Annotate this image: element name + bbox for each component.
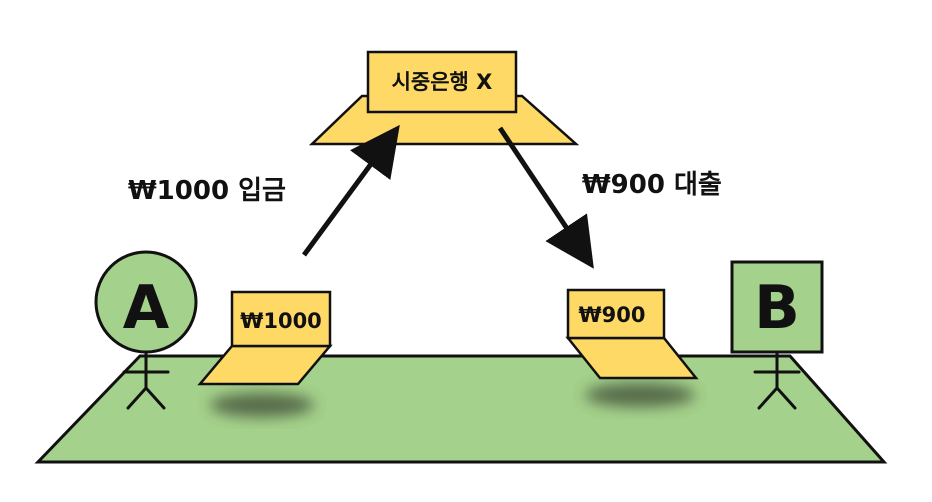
laptop-a: ₩1000 — [197, 290, 333, 386]
loan-label: ₩900 대출 — [582, 170, 722, 200]
person-a-letter: A — [123, 273, 170, 343]
laptop-a-screen — [230, 290, 332, 348]
laptop-b-shadow — [585, 383, 695, 407]
laptop-a-shadow — [210, 393, 314, 417]
laptop-b-amount: ₩900 — [579, 303, 646, 327]
bank-node: 시중은행 X — [308, 50, 580, 146]
deposit-arrow — [301, 124, 400, 257]
bank-label: 시중은행 X — [392, 70, 493, 94]
laptop-b-screen — [566, 288, 666, 340]
person-b-letter: B — [754, 273, 800, 343]
person-b: B — [730, 260, 824, 410]
person-a-stick-body — [122, 350, 170, 410]
laptop-a-amount: ₩1000 — [240, 309, 322, 333]
loan-arrow — [497, 126, 594, 269]
deposit-label: ₩1000 입금 — [128, 176, 286, 206]
bank-sign — [366, 50, 518, 114]
laptop-b: ₩900 — [565, 288, 699, 380]
person-a: A — [94, 250, 198, 410]
person-b-stick-body — [753, 350, 801, 410]
